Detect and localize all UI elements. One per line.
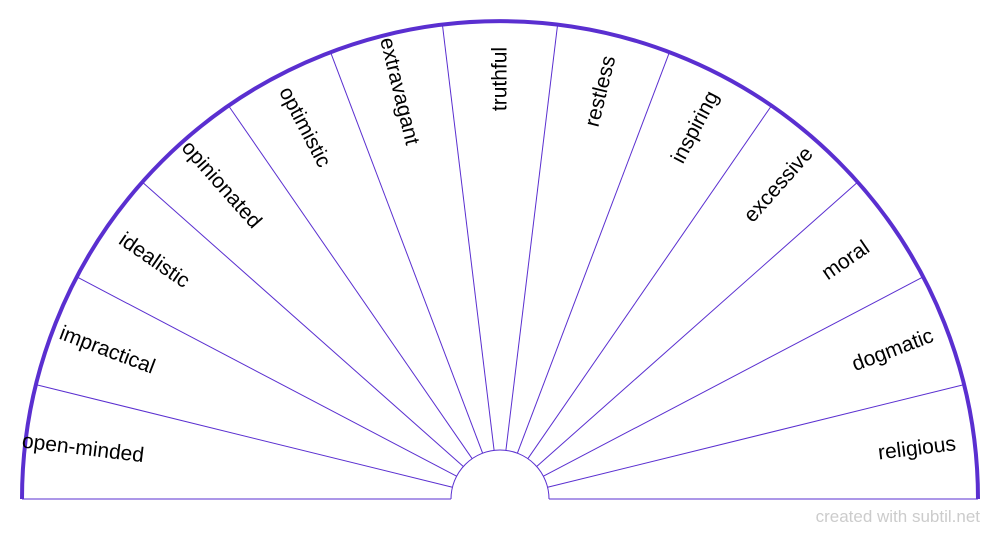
sector-label: impractical: [56, 322, 158, 379]
sector-divider: [527, 105, 772, 459]
sector-label: truthful: [489, 47, 512, 111]
sector-divider: [76, 276, 457, 477]
sector-labels: open-minded impractical idealisticopiniona…: [21, 35, 957, 467]
sector-divider: [441, 24, 495, 451]
footer-credit: created with subtil.net: [815, 507, 980, 526]
sector-divider: [516, 51, 670, 454]
sector-divider: [536, 181, 859, 467]
sector-label: idealistic: [115, 228, 194, 293]
sector-divider: [141, 181, 464, 467]
sector-divider: [547, 384, 965, 488]
sector-label: opinionated: [177, 136, 266, 233]
outer-arc: [20, 19, 980, 500]
sector-divider: [505, 24, 559, 451]
sector-label: extravagant: [375, 35, 424, 147]
sector-label: restless: [581, 53, 621, 129]
sector-divider: [543, 276, 924, 477]
sector-label: optimistic: [274, 83, 335, 171]
sector-divider: [228, 105, 473, 459]
sector-label: inspiring: [667, 87, 724, 167]
sector-label: dogmatic: [849, 324, 937, 376]
sector-dividers: [35, 24, 965, 488]
sector-label: excessive: [739, 142, 817, 226]
sector-divider: [330, 51, 484, 454]
sector-label: moral: [818, 236, 874, 285]
sector-divider: [35, 384, 453, 488]
sector-label: open-minded: [21, 430, 145, 468]
inner-arc: [450, 449, 550, 500]
sector-label: religious: [877, 432, 957, 464]
